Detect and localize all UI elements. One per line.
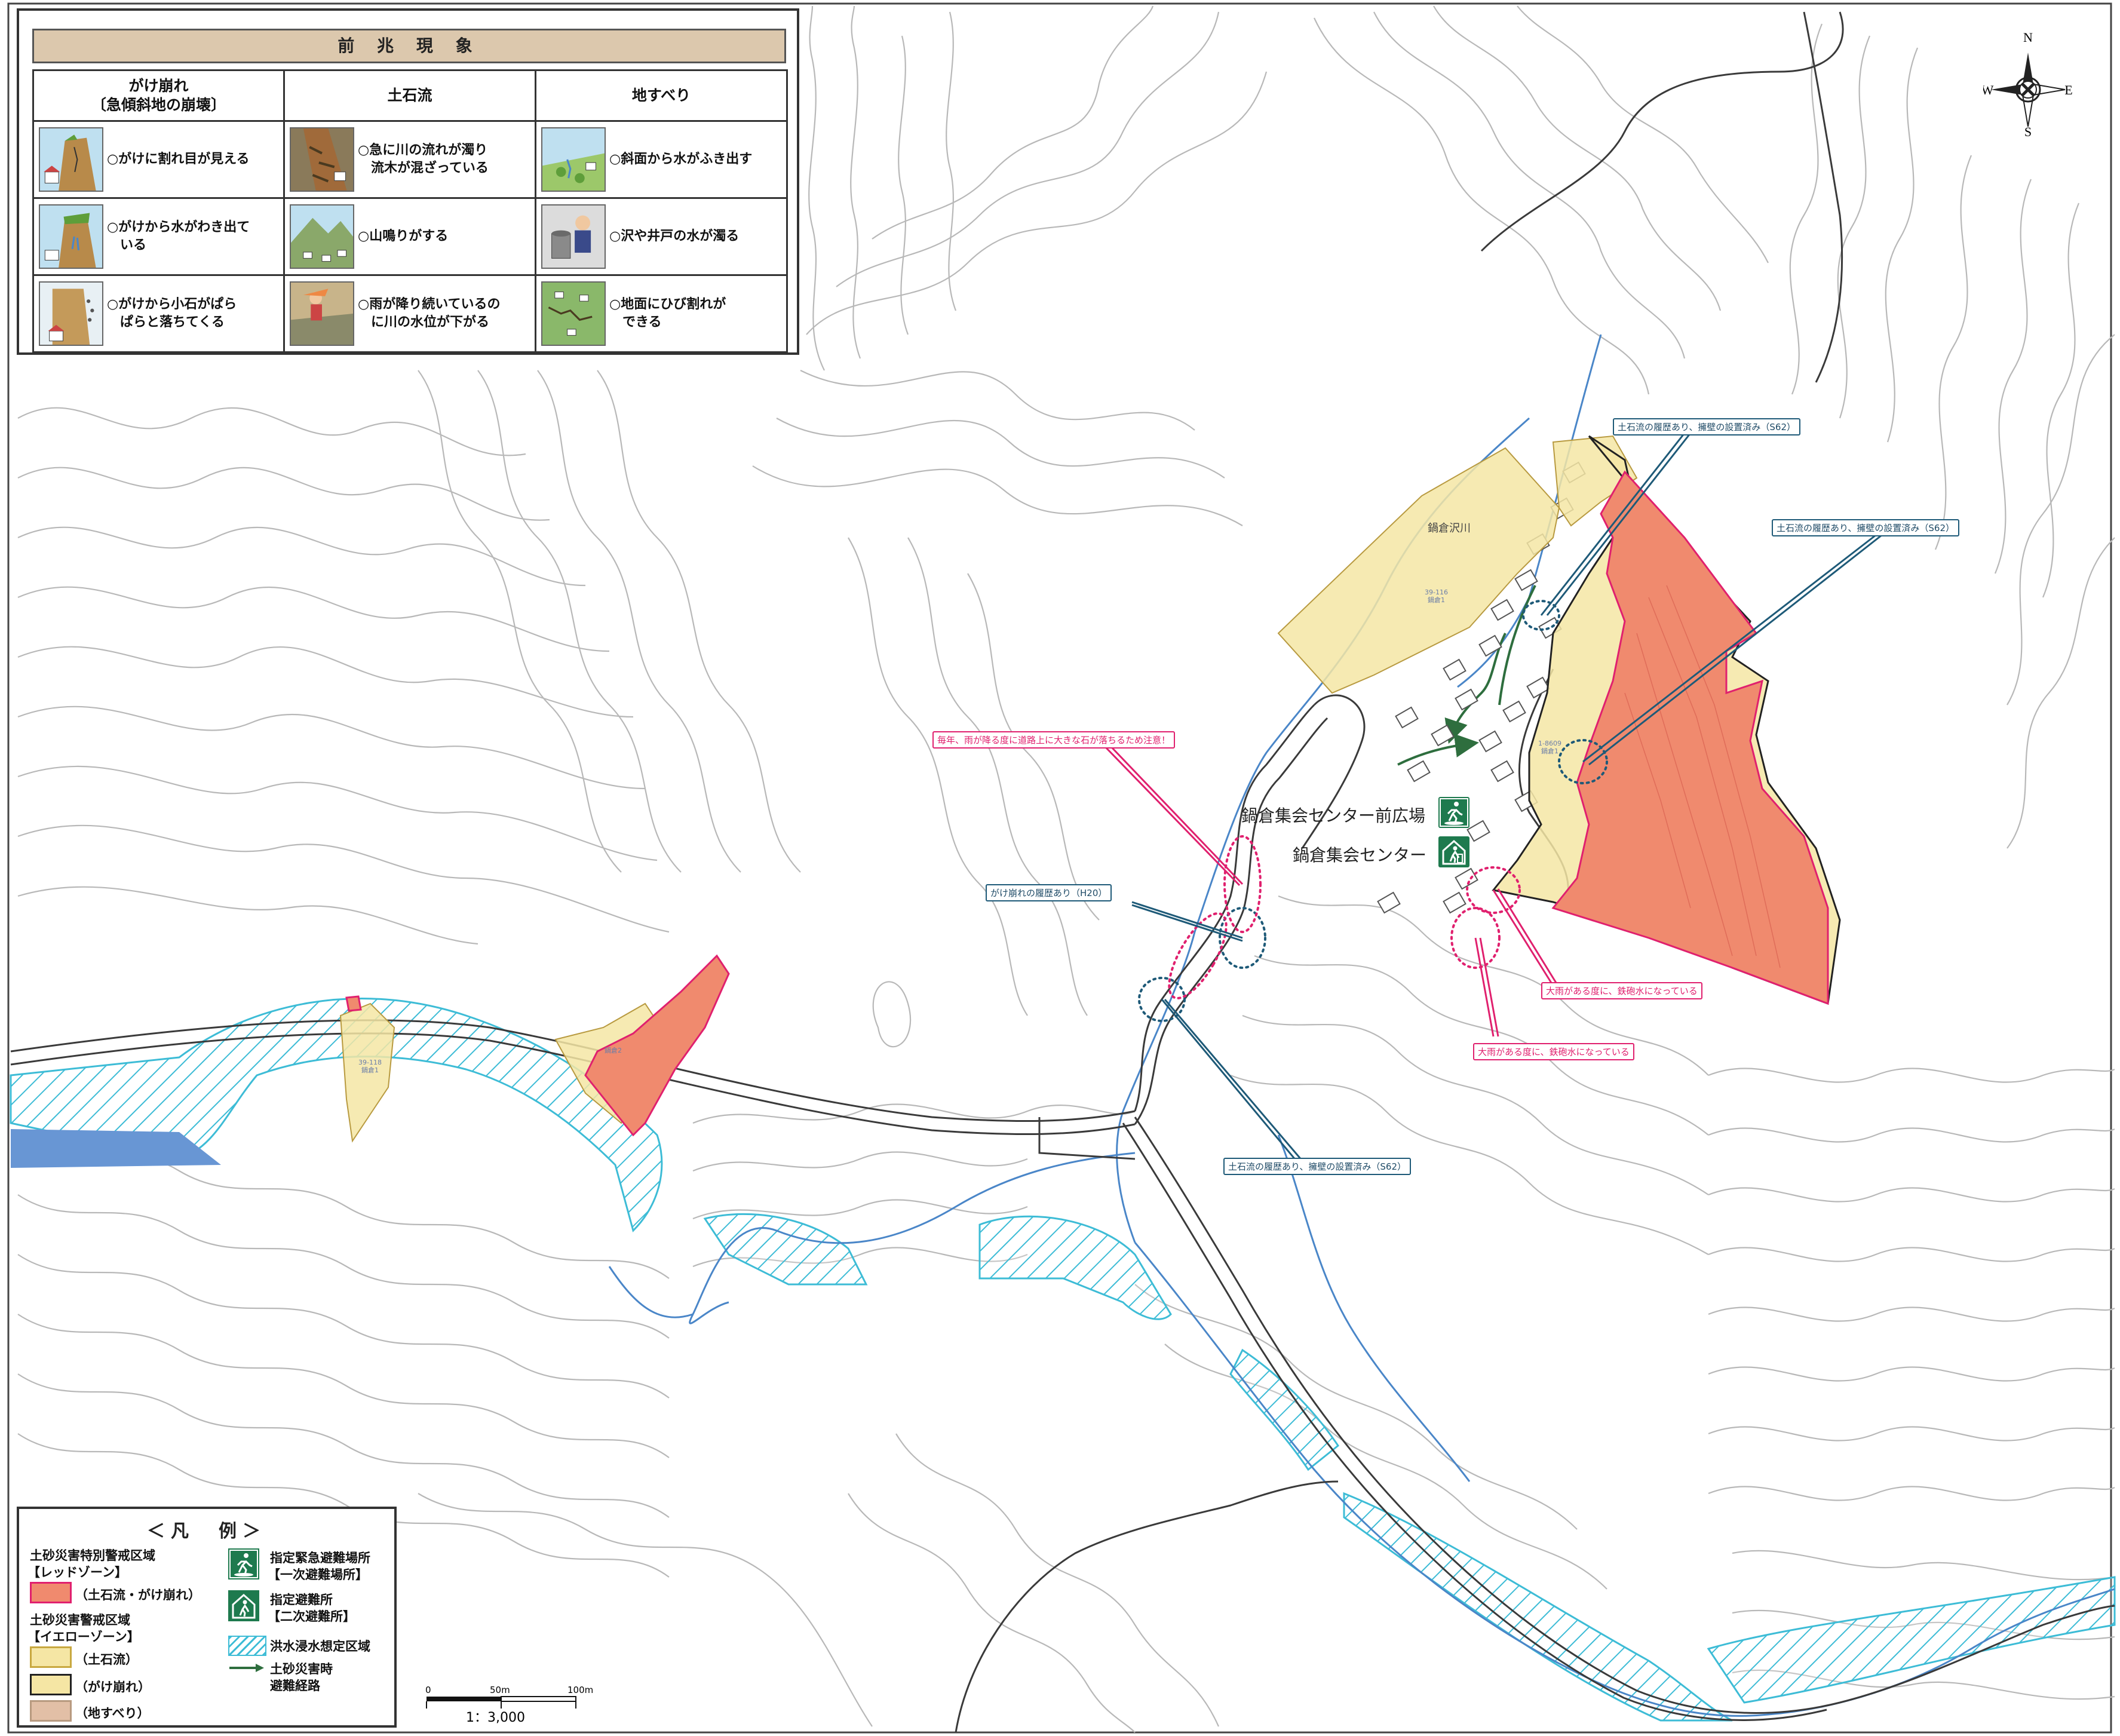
callout-rockfall-warning[interactable]: 毎年、雨が降る度に道路上に大きな石が落ちるため注意！ — [932, 731, 1176, 749]
compass-e: E — [2064, 82, 2072, 97]
legend-swatch-red — [30, 1582, 72, 1603]
legend-panel: ＜凡 例＞ 土砂災害特別警戒区域 【レッドゾーン】 （土石流・がけ崩れ） 土砂災… — [17, 1507, 397, 1728]
scale-tick-50: 50m — [490, 1685, 510, 1695]
precursor-item: ○がけから小石がぱら ぱらと落ちてくる — [107, 297, 237, 330]
emergency-evac-site-icon[interactable] — [1438, 797, 1469, 828]
legend-special-zone-title: 土砂災害特別警戒区域 — [30, 1548, 155, 1563]
callout-debris-history[interactable]: 土石流の履歴あり、擁壁の設置済み（S62） — [1613, 418, 1801, 435]
legend-evac-route: 土砂災害時 — [270, 1662, 333, 1676]
flood-inundation-areas — [10, 998, 2116, 1722]
hazard-markers — [1138, 600, 1608, 1022]
callout-leaders — [1104, 433, 1882, 1161]
legend-yellow-cliff: （がけ崩れ） — [75, 1680, 151, 1694]
precursor-item: ○雨が降り続いているの に川の水位が下がる — [358, 297, 501, 330]
scale-ratio: 1：3,000 — [466, 1710, 525, 1725]
legend-yellow-zone-label: 【イエローゾーン】 — [27, 1630, 140, 1644]
cliff-water-illustration-icon — [39, 204, 103, 269]
evac-center-label[interactable]: 鍋倉集会センター — [1293, 845, 1427, 865]
callout-debris-history[interactable]: 土石流の履歴あり、擁壁の設置済み（S62） — [1772, 519, 1960, 536]
callout-flash-flood[interactable]: 大雨がある度に、鉄砲水になっている — [1473, 1043, 1634, 1060]
legend-emergency-site-sub: 【一次避難場所】 — [268, 1568, 368, 1582]
zone-code-label: 鍋倉2 — [605, 1047, 622, 1054]
legend-red-item: （土石流・がけ崩れ） — [75, 1588, 201, 1602]
legend-shelter-icon — [228, 1590, 259, 1621]
yellow-zones — [339, 435, 1638, 1143]
muddy-river-illustration-icon — [290, 127, 354, 192]
map-frame — [7, 2, 2112, 1734]
ground-crack-illustration-icon — [541, 281, 606, 346]
designated-shelter-icon[interactable] — [1438, 836, 1469, 867]
callout-flash-flood[interactable]: 大雨がある度に、鉄砲水になっている — [1541, 982, 1702, 999]
legend-emergency-site: 指定緊急避難場所 — [270, 1551, 370, 1565]
precursor-item: ○山鳴りがする — [358, 229, 449, 244]
falling-pebbles-illustration-icon — [39, 281, 103, 346]
legend-shelter-sub: 【二次避難所】 — [268, 1609, 355, 1624]
zone-code-label: 1-8609 鍋倉1 — [1538, 740, 1561, 755]
precursor-table: がけ崩れ 〔急傾斜地の崩壊〕 土石流 地すべり ○がけに割れ目が見える ○急に川… — [32, 69, 788, 353]
precursor-item: ○急に川の流れが濁り 流木が混ざっている — [358, 143, 489, 176]
col-header-cliff: がけ崩れ 〔急傾斜地の崩壊〕 — [32, 69, 285, 122]
scale-tick-0: 0 — [425, 1685, 431, 1695]
zone-code-label: 39-116 鍋倉1 — [1425, 588, 1448, 604]
col-header-debris: 土石流 — [283, 69, 536, 122]
legend-yellow-landslide: （地すべり） — [75, 1706, 150, 1720]
well-water-illustration-icon — [541, 204, 606, 269]
precursor-item: ○がけに割れ目が見える — [107, 152, 250, 167]
red-zone-lines — [1624, 585, 1781, 968]
legend-swatch-yellow-debris — [30, 1646, 72, 1668]
compass-s: S — [2024, 124, 2032, 137]
precursor-title: 前 兆 現 象 — [32, 29, 786, 63]
legend-flood-swatch — [228, 1636, 266, 1656]
zone-code-label: 39-118 鍋倉1 — [358, 1059, 382, 1074]
legend-evac-route-sub: 避難経路 — [270, 1679, 320, 1693]
compass-n: N — [2023, 30, 2033, 45]
precursor-item: ○斜面から水がふき出す — [609, 152, 753, 167]
precursor-item: ○沢や井戸の水が濁る — [609, 229, 740, 244]
legend-flood-area: 洪水浸水想定区域 — [270, 1639, 370, 1654]
evac-square-label[interactable]: 鍋倉集会センター前広場 — [1241, 806, 1426, 826]
compass-w: W — [1983, 82, 1994, 97]
legend-swatch-yellow-cliff — [30, 1674, 72, 1695]
legend-warning-zone-title: 土砂災害警戒区域 — [30, 1613, 130, 1627]
callout-landslide-history[interactable]: がけ崩れの履歴あり（H20） — [986, 884, 1112, 901]
precursor-item: ○地面にひび割れが できる — [609, 297, 726, 330]
mountain-rumble-illustration-icon — [290, 204, 354, 269]
legend-emergency-site-icon — [228, 1548, 259, 1579]
water-body — [11, 1129, 221, 1168]
contour-lines — [17, 5, 2115, 1733]
legend-swatch-landslide — [30, 1700, 72, 1722]
legend-shelter: 指定避難所 — [270, 1593, 333, 1607]
col-header-landslide: 地すべり — [535, 69, 788, 122]
cliff-crack-illustration-icon — [39, 127, 103, 192]
precursor-item: ○がけから水がわき出て いる — [107, 220, 250, 253]
scale-bar: 0 50m 100m 1：3,000 — [425, 1685, 593, 1725]
red-zones — [345, 470, 1829, 1137]
compass-rose: N S E W — [1983, 30, 2073, 137]
river-level-illustration-icon — [290, 281, 354, 346]
precursor-panel: 前 兆 現 象 がけ崩れ 〔急傾斜地の崩壊〕 土石流 地すべり ○がけに割れ目が… — [17, 8, 799, 355]
slope-water-illustration-icon — [541, 127, 606, 192]
legend-route-arrow-icon — [229, 1664, 264, 1672]
callout-debris-history[interactable]: 土石流の履歴あり、擁壁の設置済み（S62） — [1223, 1158, 1412, 1175]
evacuation-route — [1397, 585, 1536, 766]
scale-tick-100: 100m — [567, 1685, 593, 1695]
legend-yellow-debris: （土石流） — [75, 1652, 138, 1667]
legend-title: ＜凡 例＞ — [147, 1521, 266, 1542]
river-label: 鍋倉沢川 — [1428, 522, 1471, 535]
legend-red-zone-label: 【レッドゾーン】 — [27, 1565, 127, 1579]
